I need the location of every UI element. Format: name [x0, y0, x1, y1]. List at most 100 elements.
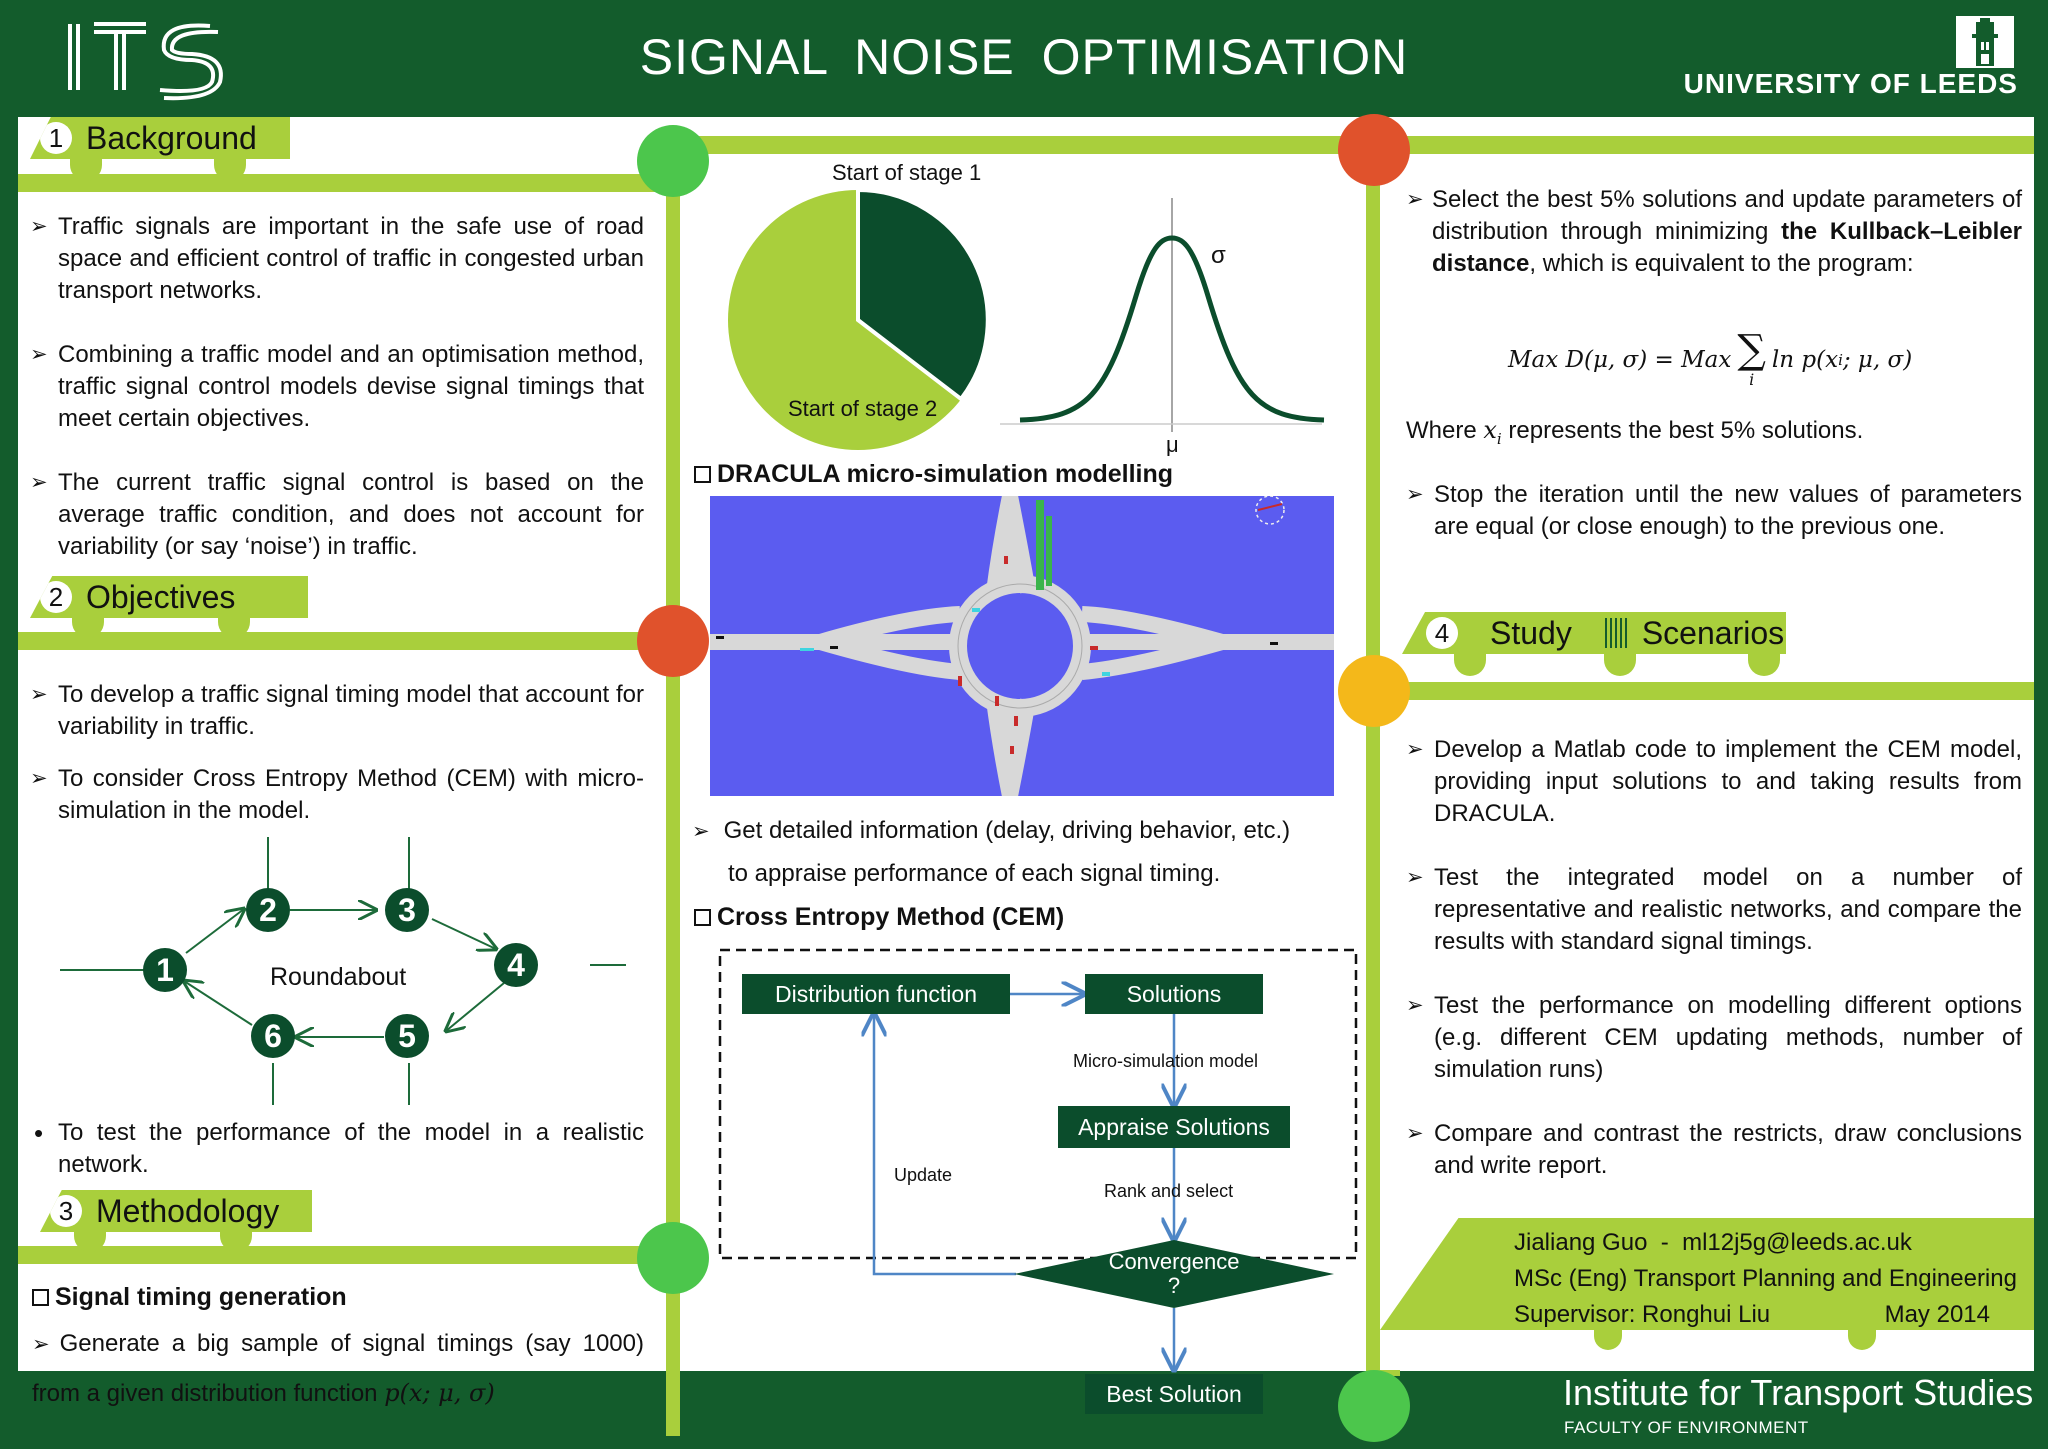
- flow-label-update: Update: [894, 1165, 953, 1185]
- tab-knob: [1604, 654, 1636, 676]
- where-suffix: represents the best 5% solutions.: [1508, 417, 1864, 444]
- bullet-text: , which is equivalent to the program:: [1529, 250, 1914, 277]
- bullet-text: to appraise performance of each signal t…: [728, 860, 1221, 887]
- its-logo: [68, 22, 223, 101]
- roundabout-node: 5: [385, 1014, 429, 1058]
- study-bullet-list: Develop a Matlab code to implement the C…: [1406, 734, 2022, 1214]
- cem-heading: Cross Entropy Method (CEM): [694, 903, 1064, 932]
- dracula-simulation-image: [710, 496, 1334, 796]
- institute-name: Institute for Transport Studies: [1563, 1372, 2034, 1413]
- section-tab-study-scenarios: 4 Study Scenarios: [1402, 612, 1786, 654]
- tab-knob: [1748, 654, 1780, 676]
- study-header-bar: [1380, 682, 2034, 700]
- green-circle-decoration: [1338, 1370, 1410, 1442]
- green-circle-decoration: [637, 1222, 709, 1294]
- sum-symbol: ∑: [1737, 327, 1766, 373]
- mu-label: μ: [1166, 432, 1179, 457]
- formula-subscript: i: [1838, 350, 1843, 369]
- section-title: Objectives: [86, 578, 236, 615]
- checkbox-icon: [32, 1289, 49, 1306]
- list-item: Traffic signals are important in the saf…: [30, 211, 644, 307]
- normal-distribution-curve: [1000, 198, 1325, 432]
- red-circle-decoration: [1338, 114, 1410, 186]
- background-header-bar: [18, 174, 668, 192]
- bullet-text: Generate a big sample of signal timings …: [32, 1330, 644, 1407]
- section-tab-objectives: 2 Objectives: [30, 576, 308, 618]
- section-title-scenarios: Scenarios: [1641, 614, 1785, 651]
- bullet-arrow-icon: ➢: [1406, 188, 1424, 211]
- formula-right: ln p(x: [1771, 346, 1839, 373]
- tab-knob: [1848, 1328, 1876, 1350]
- flow-label-micro-simulation: Micro-simulation model: [1073, 1051, 1259, 1071]
- author-degree: MSc (Eng) Transport Planning and Enginee…: [1514, 1265, 2017, 1292]
- dracula-heading: DRACULA micro-simulation modelling: [694, 460, 1173, 489]
- list-item: Develop a Matlab code to implement the C…: [1406, 734, 2022, 830]
- distribution-formula: p(x; μ, σ): [384, 1379, 495, 1407]
- where-subscript: i: [1496, 429, 1502, 448]
- right-divider: [1366, 136, 1380, 1436]
- objectives-bullet-list: To develop a traffic signal timing model…: [30, 679, 644, 847]
- tab-knob: [1594, 1328, 1622, 1350]
- subhead-text: Cross Entropy Method (CEM): [717, 903, 1065, 931]
- list-item: To test the performance of the model in …: [30, 1117, 644, 1181]
- where-variable: x: [1483, 416, 1497, 444]
- formula-sum: ∑ i: [1737, 330, 1766, 389]
- list-item: Test the performance on modelling differ…: [1406, 990, 2022, 1086]
- supervisor: Supervisor: Ronghui Liu: [1514, 1301, 1771, 1328]
- right-top-bar: [1380, 136, 2034, 154]
- section-title: Methodology: [96, 1192, 280, 1229]
- contact-info: Jialiang Guo - ml12j5g@leeds.ac.uk MSc (…: [1514, 1225, 2017, 1333]
- flow-best-solution: Best Solution: [1085, 1374, 1263, 1414]
- poster-date: May 2014: [1884, 1301, 1990, 1328]
- methodology-header-bar: [18, 1246, 668, 1264]
- section-number: 4: [1426, 617, 1458, 649]
- university-crest-icon: [1956, 16, 2014, 68]
- green-circle-decoration: [637, 125, 709, 197]
- roundabout-node: 4: [494, 943, 538, 987]
- supervisor-row: Supervisor: Ronghui Liu May 2014: [1514, 1297, 1990, 1333]
- section-tab-methodology: 3 Methodology: [40, 1190, 312, 1232]
- roundabout-label: Roundabout: [270, 963, 407, 991]
- list-item: Combining a traffic model and an optimis…: [30, 339, 644, 435]
- tab-knob: [214, 159, 246, 181]
- tab-knob: [72, 616, 104, 638]
- chain-link-icon: [1604, 618, 1627, 648]
- flow-solutions: Solutions: [1085, 974, 1263, 1014]
- tab-knob: [220, 1230, 252, 1252]
- roundabout-node: 6: [251, 1014, 295, 1058]
- formula-end: ; μ, σ): [1842, 346, 1913, 373]
- objectives-last-bullet: To test the performance of the model in …: [30, 1117, 644, 1213]
- faculty-name: FACULTY OF ENVIRONMENT: [1564, 1418, 1809, 1437]
- sigma-label: σ: [1211, 242, 1226, 269]
- flow-distribution-function: Distribution function: [742, 974, 1010, 1014]
- formula-left: Max D(μ, σ) = Max: [1508, 346, 1732, 373]
- yellow-circle-decoration: [1338, 655, 1410, 727]
- list-item: The current traffic signal control is ba…: [30, 467, 644, 563]
- dracula-bullet: ➢Get detailed information (delay, drivin…: [692, 810, 1352, 895]
- roundabout-node: 2: [246, 888, 290, 932]
- red-circle-decoration: [637, 605, 709, 677]
- tab-knob: [74, 1230, 106, 1252]
- convergence-question: ?: [1167, 1273, 1181, 1298]
- tab-knob: [1454, 654, 1486, 676]
- list-item: Stop the iteration until the new values …: [1406, 479, 2022, 543]
- list-item: Compare and contrast the restricts, draw…: [1406, 1118, 2022, 1182]
- stage-pie-chart: [728, 188, 990, 450]
- section-tab-background: 1 Background: [30, 117, 290, 159]
- contact-banner: [1380, 1218, 2034, 1330]
- cem-flowchart-lines: [718, 948, 1358, 1410]
- flow-convergence: Convergence ?: [1074, 1250, 1274, 1298]
- roundabout-diagram: [60, 837, 626, 1105]
- flow-label-rank-select: Rank and select: [1104, 1181, 1234, 1201]
- kullback-leibler-text: the Kullback–Leibler distance: [1432, 218, 2022, 277]
- where-prefix: Where: [1406, 417, 1477, 444]
- section-title-study: Study: [1490, 614, 1572, 651]
- author-contact: Jialiang Guo - ml12j5g@leeds.ac.uk: [1514, 1229, 1912, 1256]
- subhead-text: Signal timing generation: [55, 1283, 347, 1311]
- convergence-text: Convergence: [1108, 1249, 1240, 1274]
- list-item: To consider Cross Entropy Method (CEM) w…: [30, 763, 644, 827]
- checkbox-icon: [694, 909, 711, 926]
- background-bullet-list: Traffic signals are important in the saf…: [30, 211, 644, 595]
- signal-timing-subhead: Signal timing generation: [32, 1283, 347, 1312]
- university-name: UNIVERSITY OF LEEDS: [1683, 68, 2018, 99]
